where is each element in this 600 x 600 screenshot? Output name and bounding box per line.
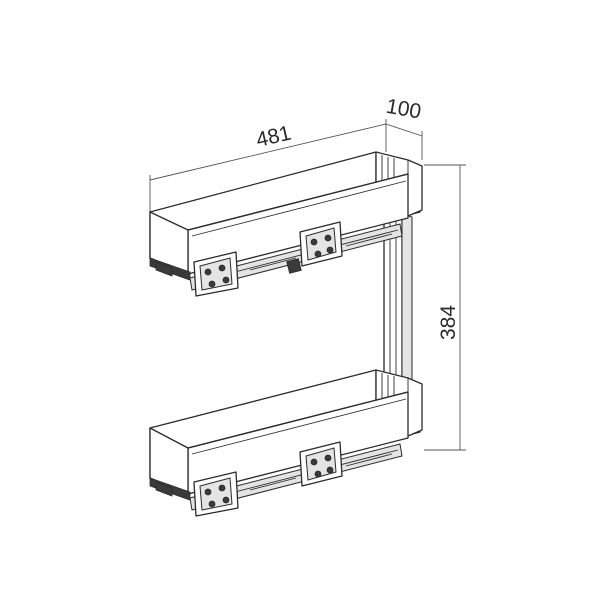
dimension-depth: 100	[384, 95, 423, 160]
upper-front-bracket	[193, 251, 239, 297]
lower-front-bracket	[193, 471, 239, 517]
dimension-height: 384	[424, 164, 466, 451]
vertical-frame-post	[383, 213, 413, 397]
upper-basket	[149, 151, 423, 297]
lower-basket	[149, 369, 423, 517]
dimension-height-label: 384	[437, 305, 460, 340]
lower-middle-bracket	[299, 441, 343, 487]
dimension-depth-label: 100	[384, 95, 423, 124]
upper-middle-bracket	[286, 221, 343, 274]
